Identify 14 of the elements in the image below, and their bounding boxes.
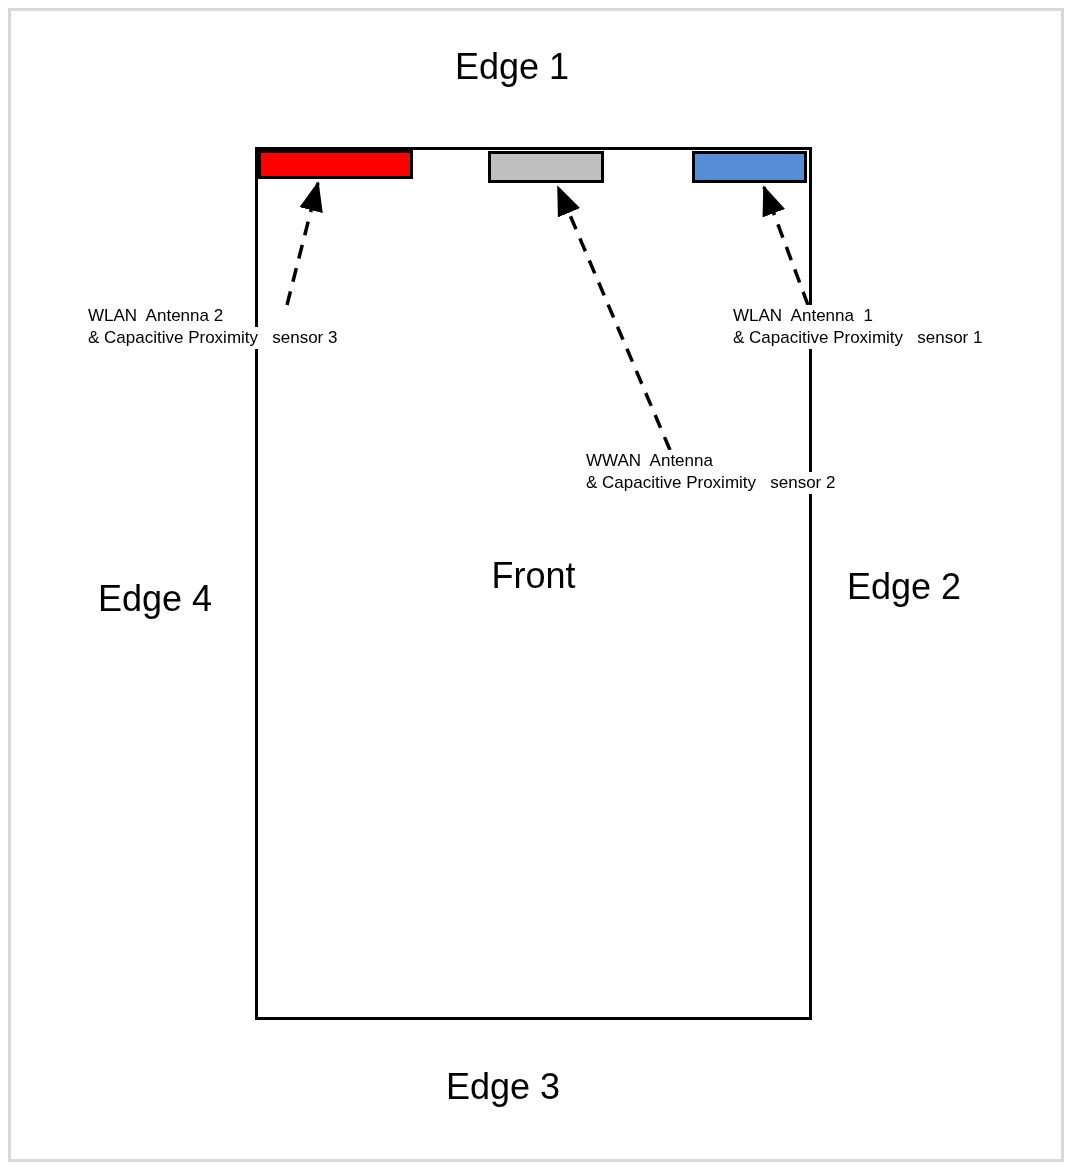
antenna-bar [258,150,413,179]
callout-text: WLAN Antenna 1 [733,305,873,327]
callout-text: & Capacitive Proximity sensor 3 [88,327,338,349]
dashed-arrow [762,185,810,306]
callout-text: & Capacitive Proximity sensor 2 [586,472,836,494]
dashed-arrow [556,185,672,451]
edge-name-label: Edge 3 [446,1065,561,1109]
antenna-bar [692,151,807,183]
edge-name-label: Edge 1 [455,45,570,89]
dashed-arrow [285,181,323,306]
edge-name-label: Edge 2 [847,565,962,609]
antenna-bar [488,151,604,183]
edge-name-label: Edge 4 [98,577,213,621]
callout-text: & Capacitive Proximity sensor 1 [733,327,983,349]
